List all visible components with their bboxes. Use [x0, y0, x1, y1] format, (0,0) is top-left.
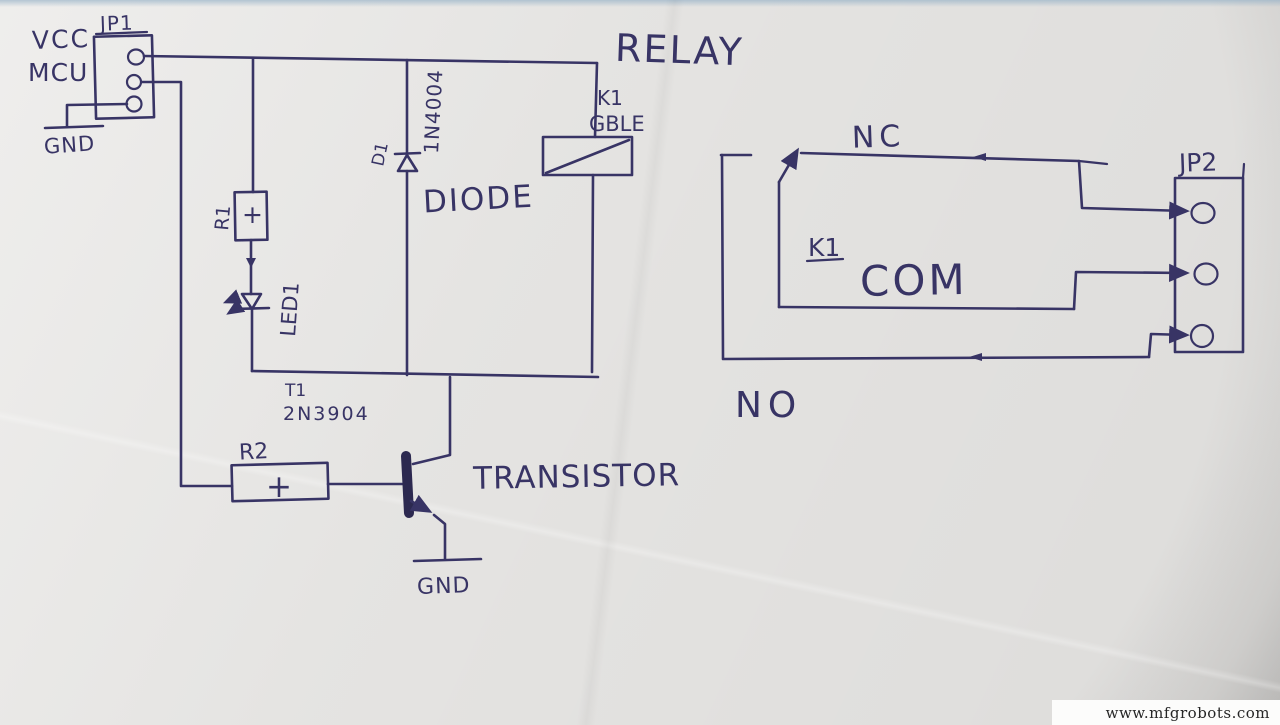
resistor-r2: + R2 — [230, 439, 404, 505]
transistor-caption: TRANSISTOR — [472, 457, 681, 497]
wire-nc-to-jp2 — [1077, 159, 1190, 220]
no-label: NO — [735, 385, 802, 426]
wire-no-rail — [721, 355, 1151, 361]
r2-label: R2 — [238, 439, 269, 465]
t1-part-label: 2N3904 — [283, 403, 370, 425]
watermark-text: www.mfgrobots.com — [1105, 703, 1270, 722]
led-led1: LED1 — [222, 238, 304, 373]
r1-plus: + — [242, 200, 263, 229]
resistor-r1: + R1 — [211, 56, 269, 242]
pen-overshoot — [1077, 159, 1109, 166]
transistor-t1: T1 2N3904 — [283, 375, 452, 561]
direction-tick — [969, 353, 982, 361]
relay-contacts: NC K1 COM NO — [719, 119, 1190, 426]
d1-part-label: 1N4004 — [419, 69, 447, 155]
jp1-underline — [94, 30, 149, 36]
r2-plus: + — [266, 469, 292, 505]
direction-tick — [973, 153, 986, 161]
d1-label: D1 — [368, 140, 393, 168]
relay-caption: RELAY — [614, 26, 744, 74]
k1-underline — [805, 257, 845, 263]
k1-contacts-label: K1 — [808, 233, 840, 262]
paper-top-edge — [0, 0, 1280, 7]
emitter-arrow — [409, 494, 433, 513]
wire-top-rail — [142, 54, 599, 65]
emitter-lead — [432, 513, 447, 561]
r1-label: R1 — [211, 204, 235, 231]
led-emission-arrow — [226, 298, 246, 315]
wire-no-to-jp2 — [1147, 325, 1190, 359]
wire-relay-top — [593, 61, 599, 139]
led1-label: LED1 — [276, 281, 304, 337]
gnd-symbol-bottom: GND — [412, 557, 483, 600]
mcu-label: MCU — [28, 58, 88, 87]
watermark-strip: www.mfgrobots.com — [1052, 700, 1280, 725]
jp2-label: JP2 — [1176, 147, 1217, 177]
jp2-connector: JP2 — [1173, 147, 1246, 354]
pen-overshoot — [1241, 162, 1246, 180]
wire-bottom-rail — [250, 369, 600, 379]
wire-no-frame — [720, 153, 725, 360]
k1-part-label: GBLE — [589, 112, 645, 136]
wire-com-to-jp2 — [1072, 263, 1190, 311]
gnd-top-label: GND — [43, 131, 96, 159]
com-label: COM — [860, 255, 968, 306]
collector-lead — [411, 375, 452, 466]
t1-label: T1 — [284, 381, 306, 401]
wire-com-rail — [777, 305, 1076, 311]
led-emission-arrow — [222, 289, 243, 304]
gnd-symbol-top: GND — [43, 102, 129, 159]
wire-base-drive — [140, 80, 234, 488]
gnd-bottom-label: GND — [417, 573, 471, 600]
vcc-label: VCC — [31, 24, 90, 55]
wire-relay-bottom — [590, 173, 595, 374]
relay-coil-k1: K1 GBLE — [541, 86, 645, 374]
k1-coil-label: K1 — [597, 86, 623, 110]
nc-label: NC — [851, 119, 906, 156]
diode-d1: D1 1N4004 — [368, 58, 447, 377]
contact-lever — [777, 147, 799, 184]
wire-nc-rail — [799, 151, 1081, 163]
jp1-label: JP1 — [98, 11, 135, 36]
diode-caption: DIODE — [422, 179, 535, 221]
current-arrow — [246, 258, 256, 268]
jp1-connector: JP1 — [92, 11, 156, 121]
